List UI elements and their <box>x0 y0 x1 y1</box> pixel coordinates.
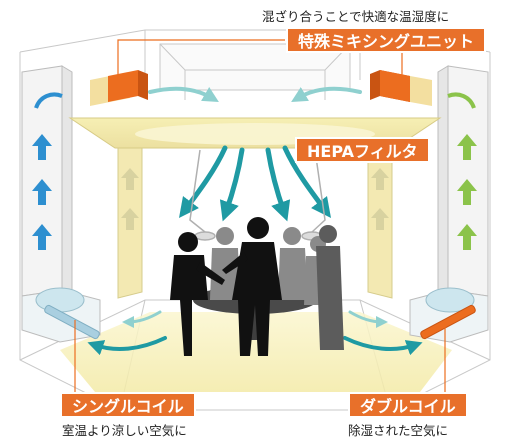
left-duct-up-arrows <box>32 92 63 250</box>
upper-flow-arrows <box>148 86 362 103</box>
label-double-coil: ダブルコイル <box>348 392 468 418</box>
mixing-unit-left <box>90 70 148 106</box>
downflow-arrows <box>179 145 331 222</box>
floor-flow-arrows <box>87 336 423 356</box>
caption-single-coil: 室温より涼しい空気に <box>62 423 187 438</box>
right-duct-up-arrows <box>447 92 477 250</box>
caption-double-coil: 除湿された空気に <box>348 423 449 438</box>
caption-top: 混ざり合うことで快適な温湿度に <box>262 9 450 24</box>
floor-flow-arrows-light <box>122 310 388 328</box>
double-coil <box>420 287 476 340</box>
label-mixing-unit: 特殊ミキシングユニット <box>286 27 487 53</box>
pillar-up-arrows <box>121 168 389 230</box>
single-coil <box>35 287 100 340</box>
label-hepa-filter: HEPAフィルタ <box>295 137 430 163</box>
floor-zone <box>60 312 452 392</box>
surgical-team <box>170 217 344 356</box>
label-single-coil: シングルコイル <box>60 392 196 418</box>
mixing-unit-right <box>370 70 432 106</box>
